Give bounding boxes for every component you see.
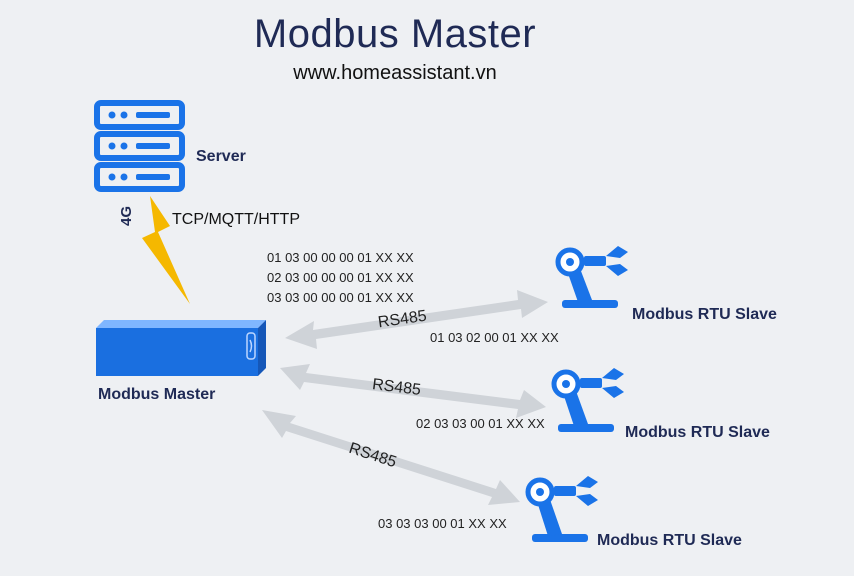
rs485-link-1 <box>285 290 548 349</box>
master-label: Modbus Master <box>98 386 216 403</box>
page-title: Modbus Master <box>253 12 537 56</box>
modbus-master-device-icon <box>96 320 266 376</box>
robot-arm-icon-2 <box>551 368 624 432</box>
response-frame-2: 02 03 03 00 01 XX XX <box>416 416 545 431</box>
server-icon <box>94 100 185 192</box>
response-frame-3: 03 03 03 00 01 XX XX <box>378 516 507 531</box>
request-list: 01 03 00 00 00 01 XX XX 02 03 00 00 00 0… <box>267 250 414 306</box>
rs485-link-3 <box>262 410 520 505</box>
lightning-icon <box>142 196 190 304</box>
request-frame-3: 03 03 00 00 00 01 XX XX <box>267 290 414 305</box>
robot-arm-icon-1 <box>555 246 628 308</box>
robot-arm-icon-3 <box>525 476 598 542</box>
slave-label-1: Modbus RTU Slave <box>632 306 777 323</box>
server-label: Server <box>196 148 246 165</box>
response-frame-1: 01 03 02 00 01 XX XX <box>430 330 559 345</box>
request-frame-2: 02 03 00 00 00 01 XX XX <box>267 270 414 285</box>
slave-label-2: Modbus RTU Slave <box>625 424 770 441</box>
network-label: 4G <box>118 205 135 226</box>
website-url: www.homeassistant.vn <box>293 62 497 84</box>
slave-label-3: Modbus RTU Slave <box>597 532 742 549</box>
rs485-link-2 <box>280 364 546 418</box>
request-frame-1: 01 03 00 00 00 01 XX XX <box>267 250 414 265</box>
protocols-label: TCP/MQTT/HTTP <box>172 211 300 228</box>
